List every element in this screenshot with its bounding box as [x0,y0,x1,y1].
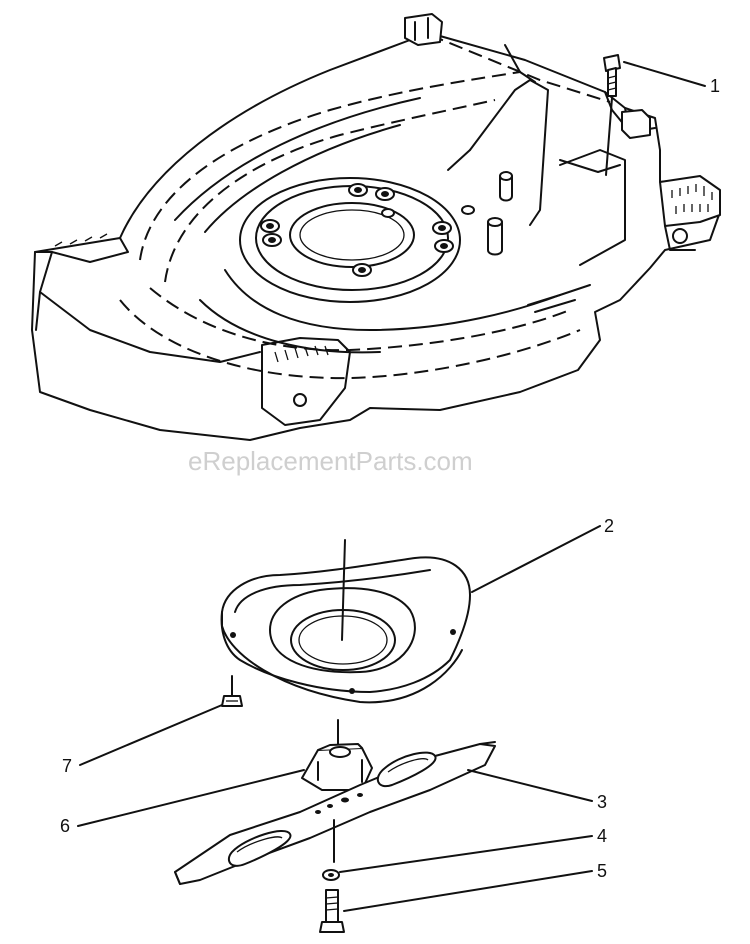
blade-bolt [319,889,345,933]
baffle-screw [221,675,243,707]
mower-blade [174,741,496,885]
callout-6-label: 6 [60,816,70,836]
callout-5: 5 [343,861,607,912]
callout-3-label: 3 [597,792,607,812]
watermark-text: eReplacementParts.com [188,446,473,476]
deck-bolt [603,54,621,176]
callout-3: 3 [467,769,607,812]
washer [322,819,340,881]
callout-7: 7 [62,704,223,776]
ring-bolt-holes [260,183,475,277]
callout-5-label: 5 [597,861,607,881]
blade-adapter [301,719,373,791]
blade-baffle [220,539,471,704]
callout-1-label: 1 [710,76,720,96]
callout-4: 4 [339,826,607,873]
callout-6: 6 [60,769,305,836]
callout-1: 1 [623,61,720,96]
callout-2-label: 2 [604,516,614,536]
callout-7-label: 7 [62,756,72,776]
callout-2: 2 [471,516,614,593]
callout-4-label: 4 [597,826,607,846]
mower-deck [31,13,721,441]
